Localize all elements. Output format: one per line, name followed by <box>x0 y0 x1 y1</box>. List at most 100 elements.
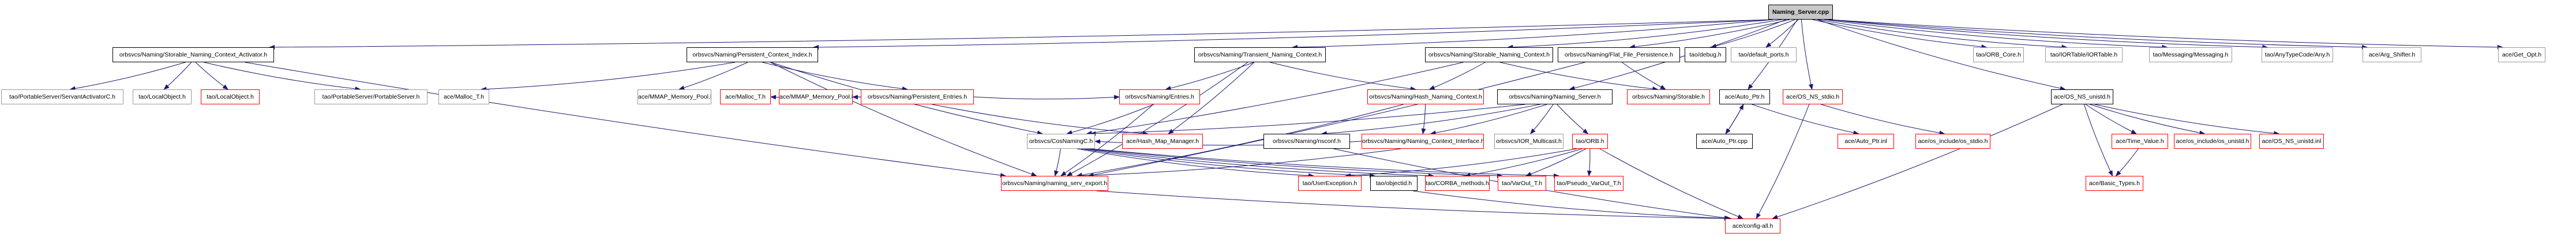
include-edge-cosnaming-servexport <box>1054 148 1061 176</box>
graph-node-corbamethods[interactable]: tao/CORBA_methods.h <box>1425 176 1490 191</box>
include-edge-pci-mmap_g <box>678 62 748 90</box>
graph-node-ffp[interactable]: orbsvcs/Naming/Flat_File_Persistence.h <box>1558 47 1680 62</box>
include-edge-ncinterface-servexport <box>1076 148 1401 178</box>
graph-node-osnsunistd[interactable]: ace/OS_NS_unistd.h <box>2051 89 2113 104</box>
graph-node-storable[interactable]: orbsvcs/Naming/Storable.h <box>1627 89 1710 104</box>
graph-node-orbh[interactable]: tao/ORB.h <box>1572 134 1608 149</box>
include-edge-orbh-varout <box>1525 148 1587 176</box>
include-edge-snca-localobj_r <box>195 62 228 90</box>
include-edge-namingserver-nsconf <box>1321 104 1540 136</box>
graph-node-mmap_r[interactable]: ace/MMAP_Memory_Pool.h <box>779 89 853 104</box>
include-edge-pci-servexport <box>770 62 1037 176</box>
graph-node-timevalue[interactable]: ace/Time_Value.h <box>2112 134 2168 149</box>
graph-node-snc[interactable]: orbsvcs/Naming/Storable_Naming_Context.h <box>1425 47 1553 62</box>
include-edge-root-getopt <box>1828 19 2503 50</box>
include-edge-cosnaming-objectid <box>1081 148 1375 178</box>
graph-root-node: Naming_Server.cpp <box>1768 5 1833 20</box>
include-edge-osnsunistd-timevalue <box>2085 104 2137 134</box>
graph-node-pseudovarout[interactable]: tao/Pseudo_VarOut_T.h <box>1554 176 1623 191</box>
include-edge-hashnc-ncinterface <box>1421 104 1426 134</box>
graph-node-ncinterface[interactable]: orbsvcs/Naming/Naming_Context_Interface.… <box>1362 134 1484 149</box>
graph-node-messaging: tao/Messaging/Messaging.h <box>2149 47 2232 62</box>
include-edge-root-snca <box>269 19 1773 50</box>
graph-node-osunistd[interactable]: ace/os_include/os_unistd.h <box>2174 134 2251 149</box>
include-edge-namingserver-cosnaming <box>1090 104 1525 136</box>
graph-node-orbcore: tao/ORB_Core.h <box>1973 47 2024 62</box>
include-edge-root-any <box>1828 19 2268 50</box>
include-edge-cosnaming-userexception <box>1077 148 1315 178</box>
include-edge-root-argshifter <box>1828 19 2368 50</box>
graph-node-objectid[interactable]: tao/objectid.h <box>1370 176 1418 191</box>
graph-node-malloct_r[interactable]: ace/Malloc_T.h <box>720 89 771 104</box>
graph-node-debug[interactable]: tao/debug.h <box>1685 47 1726 62</box>
include-edge-entries-cosnaming <box>1066 104 1154 135</box>
graph-node-mmap_g: ace/MMAP_Memory_Pool.h <box>638 89 711 104</box>
include-edge-root-snc <box>1507 19 1782 50</box>
include-edge-autoptrcpp-autoptr_h <box>1725 104 1744 134</box>
include-edge-tnc-hashnc <box>1270 62 1416 91</box>
graph-node-localobj_g: tao/LocalObject.h <box>133 89 192 104</box>
include-edge-orbh-userexception <box>1345 148 1577 178</box>
graph-node-entries[interactable]: orbsvcs/Naming/Entries.h <box>1119 89 1200 104</box>
graph-node-nsconf[interactable]: orbsvcs/Naming/nsconf.h <box>1263 134 1350 149</box>
include-edge-servexport-configall <box>1096 190 1730 221</box>
graph-node-autoptrcpp[interactable]: ace/Auto_Ptr.cpp <box>1696 134 1753 149</box>
graph-node-snca[interactable]: orbsvcs/Naming/Storable_Naming_Context_A… <box>113 47 274 62</box>
include-edge-tnc-entries <box>1165 62 1254 91</box>
graph-node-any: tao/AnyTypeCode/Any.h <box>2262 47 2333 62</box>
graph-node-osnsstdio[interactable]: ace/OS_NS_stdio.h <box>1783 89 1843 104</box>
include-edge-root-tnc <box>1292 19 1773 50</box>
include-edge-namingserver-ncinterface <box>1430 104 1547 136</box>
include-edge-pentries-entries <box>973 95 1120 100</box>
graph-node-localobj_r[interactable]: tao/LocalObject.h <box>201 89 260 104</box>
include-edge-root-debug <box>1710 19 1795 48</box>
graph-node-tnc[interactable]: orbsvcs/Naming/Transient_Naming_Context.… <box>1194 47 1326 62</box>
include-edge-root-pci <box>813 19 1773 50</box>
graph-node-autoptrinl[interactable]: ace/Auto_Ptr.inl <box>1838 134 1894 149</box>
include-edge-osnsstdio-osstdio <box>1821 104 1945 136</box>
include-edge-root-osnsunistd <box>1817 19 2066 91</box>
include-edge-namingserver-iormulticast <box>1530 104 1554 134</box>
include-edge-autoptr_h-autoptrinl <box>1752 104 1859 136</box>
include-edge-root-iortable <box>1817 19 2068 50</box>
include-edge-snca-portableserver <box>204 62 361 91</box>
graph-node-hashmap[interactable]: ace/Hash_Map_Manager.h <box>1122 134 1203 149</box>
graph-node-varout[interactable]: tao/VarOut_T.h <box>1498 176 1546 191</box>
graph-node-pci[interactable]: orbsvcs/Naming/Persistent_Context_Index.… <box>687 47 818 62</box>
include-edge-ffp-storable <box>1621 62 1666 90</box>
graph-node-cosnaming: orbsvcs/CosNamingC.h <box>1027 134 1095 149</box>
include-edge-root-osnsstdio <box>1801 19 1813 90</box>
include-edge-pentries-hashmap <box>932 104 1149 136</box>
include-edge-snc-hashnc <box>1428 62 1486 90</box>
graph-node-pentries[interactable]: orbsvcs/Naming/Persistent_Entries.h <box>861 89 974 104</box>
include-edge-orbh-configall <box>1599 148 1744 219</box>
include-edge-entries-servexport <box>1060 104 1154 176</box>
graph-node-portableserver: tao/PortableServer/PortableServer.h <box>314 89 428 104</box>
graph-node-osnsunistdinl[interactable]: ace/OS_NS_unistd.inl <box>2259 134 2324 149</box>
graph-node-autoptr_h[interactable]: ace/Auto_Ptr.h <box>1719 89 1770 104</box>
include-edge-root-orbcore <box>1812 19 1988 50</box>
graph-node-hashnc[interactable]: orbsvcs/Naming/Hash_Naming_Context.h <box>1367 89 1484 104</box>
graph-node-basictypes[interactable]: ace/Basic_Types.h <box>2086 176 2143 191</box>
include-edge-osnsunistd-osnsunistdinl <box>2094 104 2280 136</box>
graph-node-argshifter: ace/Arg_Shifter.h <box>2363 47 2421 62</box>
graph-node-servantact: tao/PortableServer/ServantActivatorC.h <box>1 89 123 104</box>
include-edge-osnsunistd-osunistd <box>2090 104 2206 136</box>
graph-node-userexception[interactable]: tao/UserException.h <box>1298 176 1362 191</box>
include-edge-snca-servexport <box>245 62 1006 178</box>
graph-node-servexport[interactable]: orbsvcs/Naming/naming_serv_export.h <box>1001 176 1108 191</box>
include-edge-snca-localobj_g <box>163 62 192 90</box>
include-edge-osnsunistd-configall <box>1772 104 2063 219</box>
graph-node-iormulticast: orbsvcs/IOR_Multicast.h <box>1494 134 1563 149</box>
graph-node-configall[interactable]: ace/config-all.h <box>1725 219 1780 234</box>
graph-node-getopt: ace/Get_Opt.h <box>2498 47 2545 62</box>
include-edge-cosnaming-corbamethods <box>1085 148 1434 178</box>
graph-node-namingserver[interactable]: orbsvcs/Naming/Naming_Server.h <box>1497 89 1613 104</box>
include-edge-orbh-corbamethods <box>1464 148 1583 178</box>
include-edge-root-ffp <box>1629 19 1790 49</box>
graph-node-osstdio[interactable]: ace/os_include/os_stdio.h <box>1915 134 1990 149</box>
include-edge-snca-servantact <box>69 62 186 91</box>
include-edge-root-messaging <box>1824 19 2168 50</box>
